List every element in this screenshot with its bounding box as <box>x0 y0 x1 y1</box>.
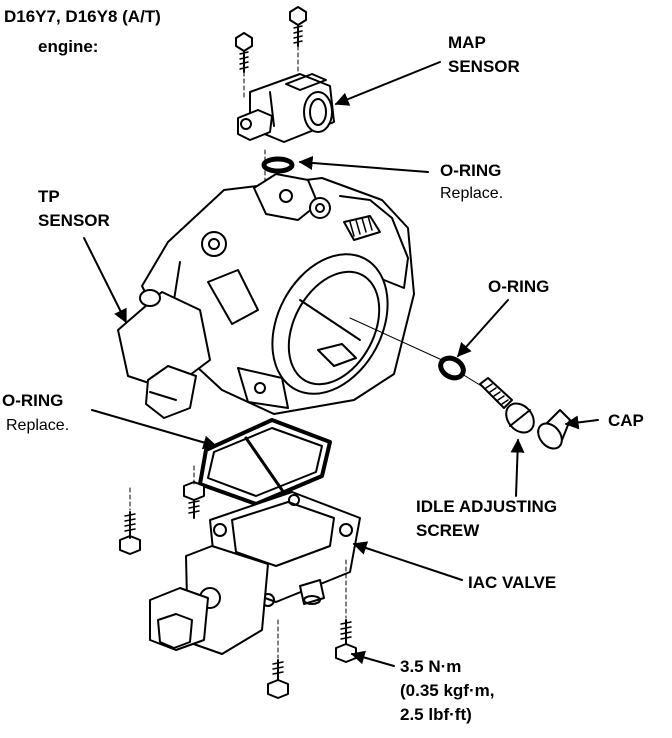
iac-bolt-left <box>119 511 141 555</box>
map-bolt-left <box>235 32 253 73</box>
heading-line2: engine: <box>38 37 99 56</box>
o-ring-left-leader <box>91 409 218 450</box>
tp-sensor-shape <box>117 289 211 419</box>
torque-line2: (0.35 kgf·m, <box>400 681 495 700</box>
o-ring-right-label: O-RING <box>488 277 550 296</box>
o-ring-right-shape <box>438 355 466 381</box>
iac-valve-label: IAC VALVE <box>468 573 557 592</box>
iac-bolt-bottom-center <box>267 659 289 699</box>
idle-screw-label-line1: IDLE ADJUSTING <box>416 497 558 516</box>
cap-leader <box>564 415 599 430</box>
iac-valve-leader <box>352 541 463 581</box>
map-sensor-shape <box>237 73 335 143</box>
o-ring-gasket-shape <box>198 418 332 506</box>
o-ring-left-note: Replace. <box>6 417 70 434</box>
o-ring-top-label: O-RING <box>440 161 502 180</box>
o-ring-top-note: Replace. <box>440 185 504 202</box>
idle-screw-leader <box>510 438 525 497</box>
o-ring-left-label: O-RING <box>2 391 64 410</box>
torque-leader <box>350 650 395 667</box>
heading-line1: D16Y7, D16Y8 (A/T) <box>4 7 161 26</box>
cap-shape <box>537 409 571 450</box>
torque-line3: 2.5 lbf·ft) <box>400 705 472 724</box>
map-sensor-label-line1: MAP <box>448 33 486 52</box>
tp-sensor-label-line1: TP <box>38 187 60 206</box>
iac-bolt-upper <box>183 481 205 519</box>
torque-line1: 3.5 N·m <box>400 657 462 676</box>
map-sensor-leader <box>334 61 441 106</box>
cap-label: CAP <box>608 411 644 430</box>
map-bolt-right <box>289 6 307 47</box>
tp-sensor-leader <box>83 237 127 324</box>
map-sensor-label-line2: SENSOR <box>448 57 520 76</box>
o-ring-top-shape <box>261 156 295 174</box>
iac-bolt-bottom-right <box>335 619 357 663</box>
o-ring-top-leader <box>298 156 429 173</box>
o-ring-right-leader <box>457 299 509 358</box>
tp-sensor-label-line2: SENSOR <box>38 211 110 230</box>
idle-screw-label-line2: SCREW <box>416 521 480 540</box>
iac-valve-shape <box>149 491 361 655</box>
idle-screw-shape <box>479 377 535 434</box>
